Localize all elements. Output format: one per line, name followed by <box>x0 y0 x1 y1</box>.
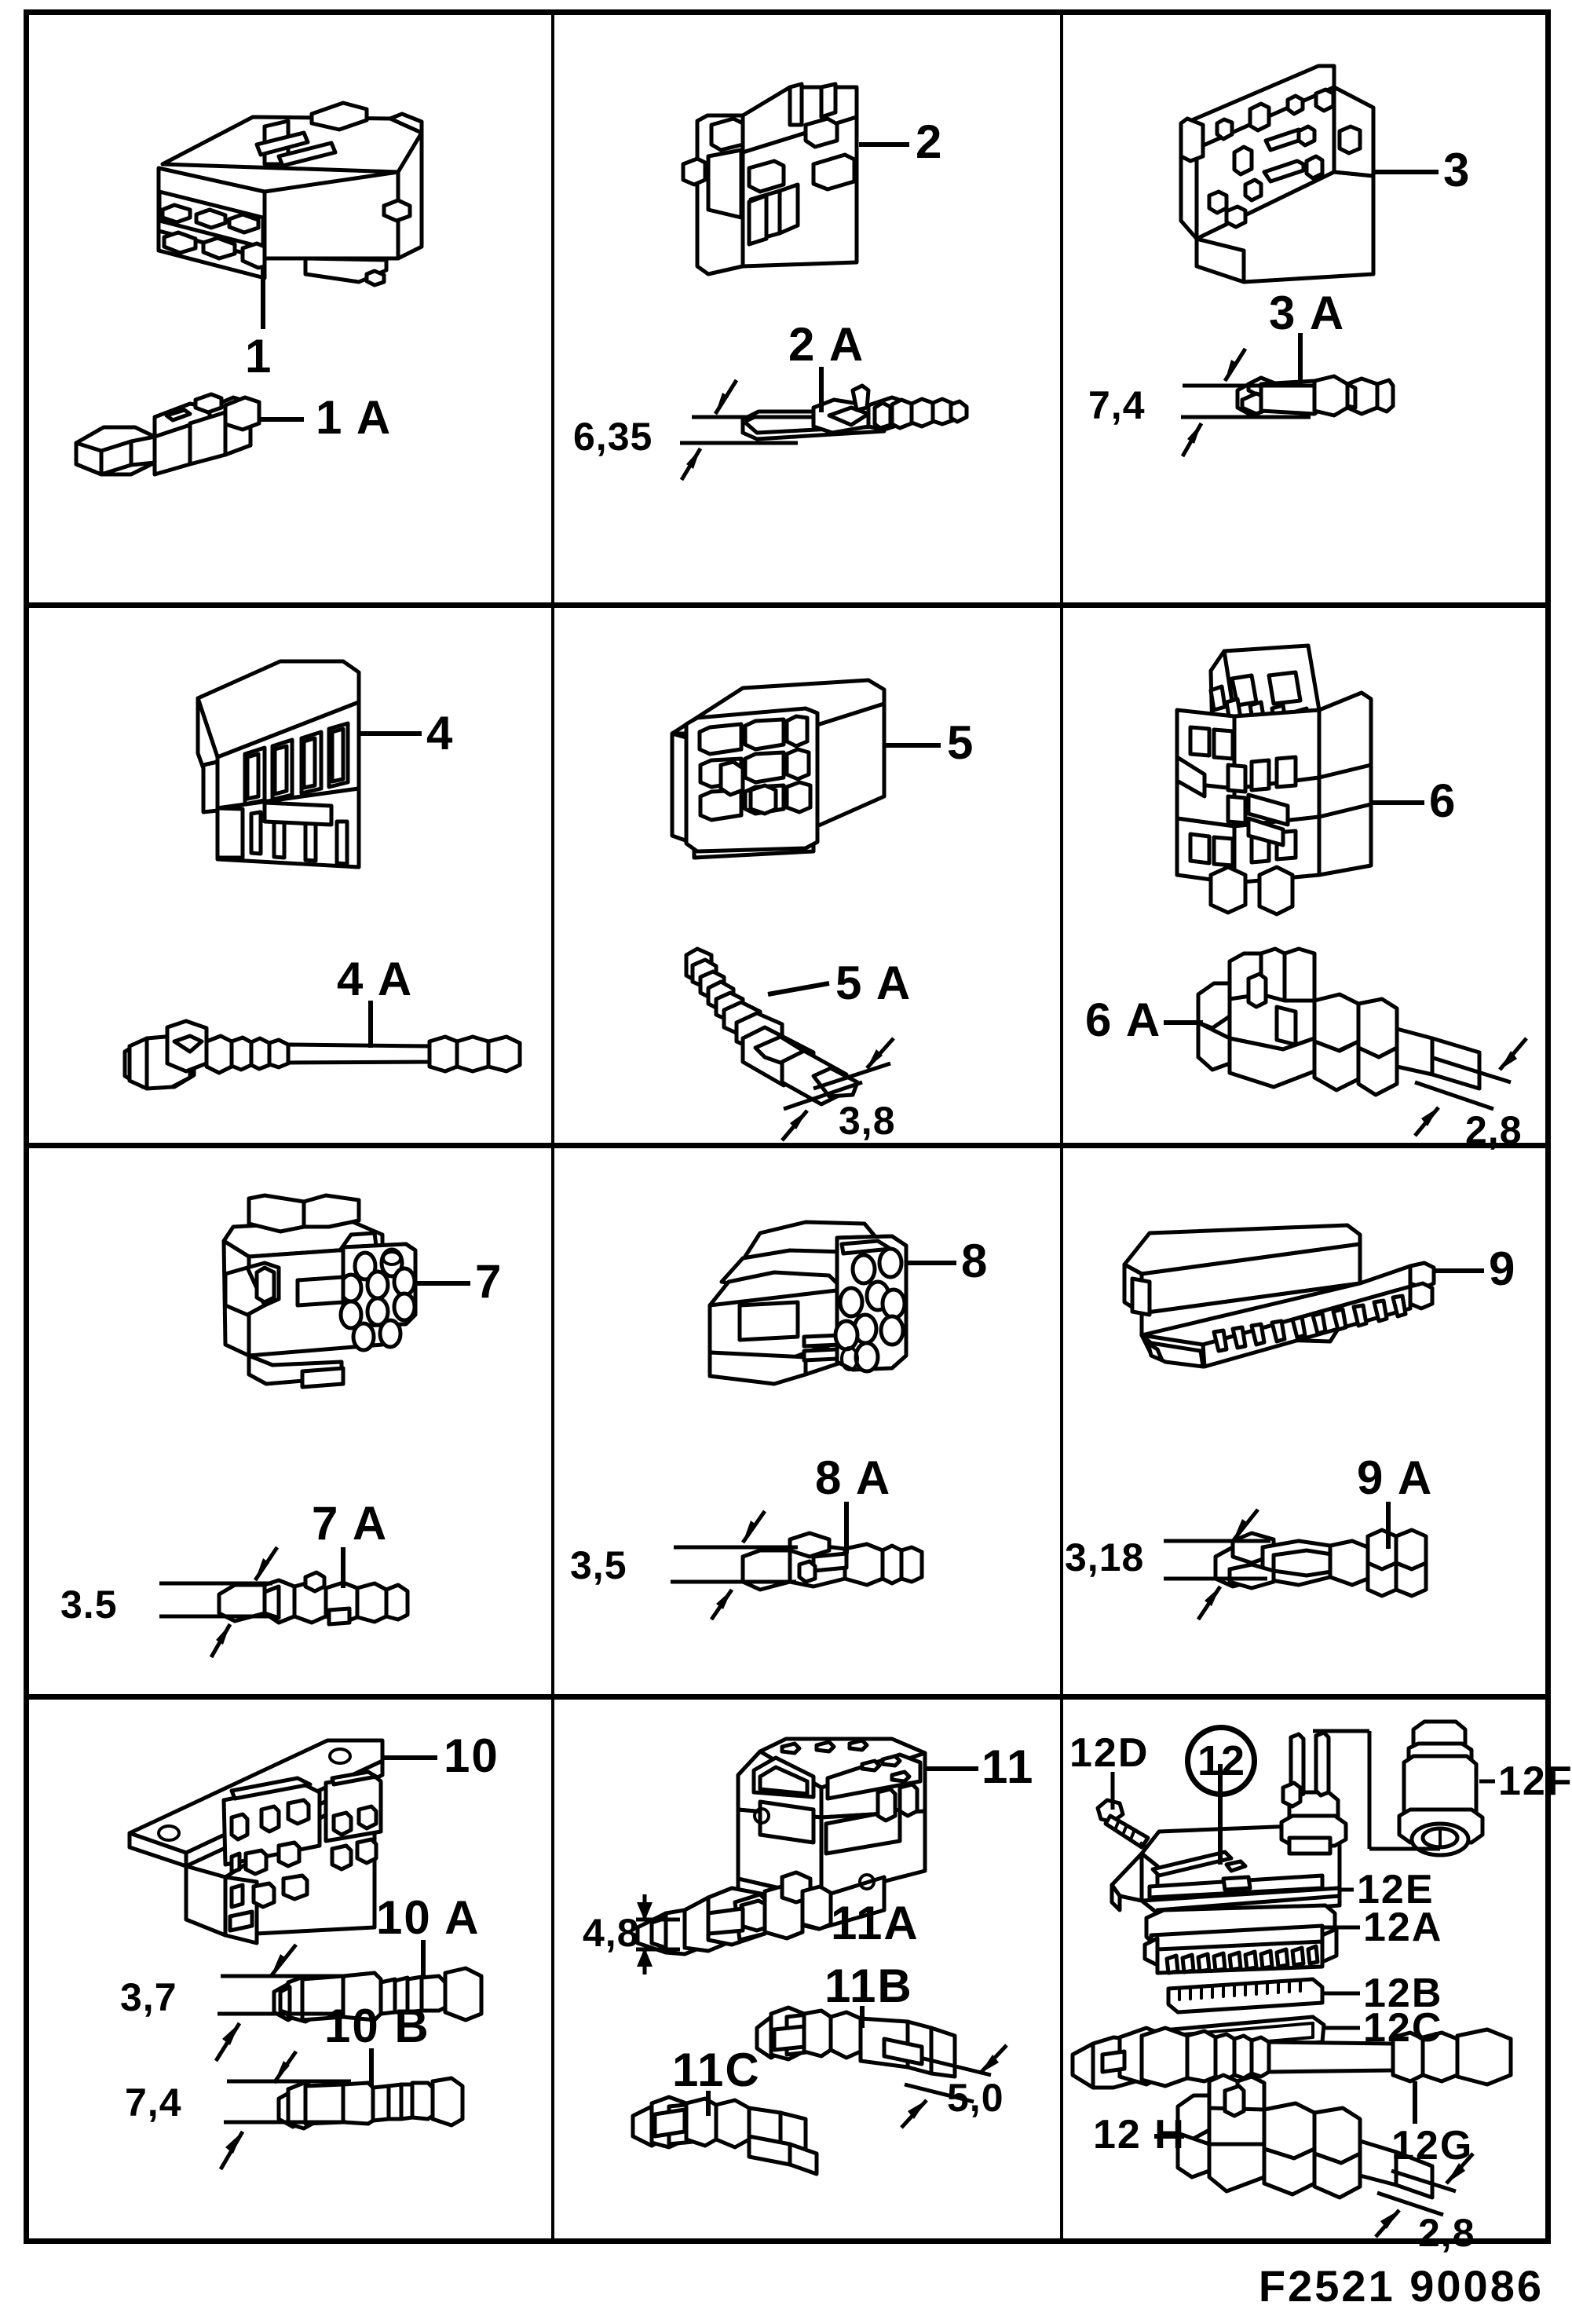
callout-6: 6 <box>1429 774 1457 827</box>
callout-1: 1 <box>245 330 273 382</box>
part-12A <box>1142 1903 1339 1975</box>
drawing-connector-8 <box>671 1220 956 1621</box>
cell-10: 10 10 A 10 B 3,7 7,4 <box>29 1700 551 2245</box>
dimension-7-4-cell10: 7,4 <box>125 2081 182 2125</box>
cell-11: 11 11A 11B 11C 4,8 5,0 <box>554 1700 1060 2245</box>
column-divider-1 <box>551 15 554 2238</box>
cell-4: 4 4 A <box>29 608 551 1143</box>
dimension-3-5-cell7: 3.5 <box>60 1583 118 1627</box>
drawing-connector-3 <box>1179 64 1439 458</box>
callout-6A: 6 A <box>1085 994 1162 1046</box>
drawing-connector-2 <box>679 82 969 481</box>
drawing-connector-11 <box>631 1737 1008 2176</box>
callout-12B: 12B <box>1363 1971 1443 2016</box>
callout-12-circled: 12 <box>1185 1725 1257 1797</box>
callout-12H: 12 H <box>1093 2112 1186 2157</box>
row-divider-1 <box>29 602 1545 608</box>
terminal-10A <box>272 1966 484 2024</box>
part-12F <box>1397 1719 1485 1857</box>
drawing-connector-7 <box>159 1193 470 1659</box>
callout-4A: 4 A <box>337 953 414 1005</box>
part-12H <box>1175 2073 1435 2200</box>
dimension-7-4: 7,4 <box>1088 383 1146 427</box>
callout-4: 4 <box>426 707 455 759</box>
callout-8A: 8 A <box>815 1451 892 1504</box>
callout-12D: 12D <box>1069 1730 1150 1776</box>
footer-reference-code: F2521 90086 <box>1258 2261 1544 2311</box>
callout-9A: 9 A <box>1357 1451 1434 1504</box>
column-divider-2 <box>1060 15 1063 2238</box>
cell-8: 8 8 A 3,5 <box>554 1148 1060 1694</box>
callout-12-label: 12 <box>1197 1737 1245 1784</box>
dimension-3-8: 3,8 <box>839 1099 896 1143</box>
drawing-connector-9 <box>1122 1223 1484 1621</box>
callout-11: 11 <box>982 1740 1035 1793</box>
dimension-5-0: 5,0 <box>947 2076 1004 2120</box>
callout-3: 3 <box>1443 144 1471 196</box>
row-divider-3 <box>29 1694 1545 1700</box>
dimension-3-7: 3,7 <box>120 1975 177 2019</box>
cell-7: 7 7 A 3.5 <box>29 1148 551 1694</box>
terminal-6A <box>1196 946 1482 1097</box>
cell-5: 5 5 A 3,8 <box>554 608 1060 1143</box>
terminal-11B <box>755 2005 957 2079</box>
callout-11A: 11A <box>831 1897 919 1949</box>
callout-12C: 12C <box>1363 2005 1443 2051</box>
part-12G <box>1070 2026 1513 2090</box>
callout-5: 5 <box>947 716 975 769</box>
terminal-1A <box>74 392 261 477</box>
terminal-2A <box>740 383 969 441</box>
terminal-11C <box>631 2095 819 2176</box>
drawing-connector-5 <box>670 678 941 1142</box>
drawing-connector-12 <box>1070 1719 1513 2238</box>
callout-10: 10 <box>444 1729 499 1782</box>
callout-2: 2 <box>916 115 944 168</box>
callout-7A: 7 A <box>312 1497 389 1550</box>
callout-9: 9 <box>1489 1243 1517 1295</box>
callout-7: 7 <box>475 1255 503 1308</box>
callout-2A: 2 A <box>788 318 865 371</box>
dimension-2-8: 2,8 <box>1465 1108 1523 1152</box>
dimension-3-5-cell8: 3,5 <box>570 1543 627 1587</box>
cell-6: 6 6 A 2,8 <box>1063 608 1556 1150</box>
illustration-sheet: 1 1 A <box>24 9 1572 2253</box>
drawing-connector-6 <box>1164 643 1528 1137</box>
callout-8: 8 <box>961 1235 989 1287</box>
callout-3A: 3 A <box>1269 287 1346 339</box>
cell-1: 1 1 A <box>29 15 551 602</box>
callout-12A: 12A <box>1363 1905 1443 1950</box>
part-12-plug <box>1279 1730 1348 1856</box>
callout-11C: 11C <box>672 2044 761 2096</box>
dimension-2-8-cell12: 2,8 <box>1418 2211 1475 2255</box>
cell-2: 2 2 A 6,35 <box>554 15 1060 602</box>
dimension-3-18: 3,18 <box>1065 1535 1145 1579</box>
terminal-4A <box>122 1019 522 1091</box>
terminal-7A <box>217 1570 410 1627</box>
dimension-4-8: 4,8 <box>583 1911 640 1955</box>
terminal-3A <box>1235 374 1395 418</box>
callout-1A: 1 A <box>316 391 393 444</box>
terminal-11A <box>635 1870 833 1956</box>
drawing-connector-10 <box>127 1738 484 2171</box>
callout-12G: 12G <box>1391 2123 1474 2168</box>
callout-10A: 10 A <box>376 1891 481 1944</box>
part-12B <box>1166 1977 1325 2015</box>
callout-11B: 11B <box>824 1960 913 2012</box>
callout-10B: 10 B <box>324 2000 430 2052</box>
cell-9: 9 9 A 3,18 <box>1063 1148 1556 1694</box>
cell-3: 3 3 A 7,4 <box>1063 15 1556 602</box>
callout-5A: 5 A <box>835 957 912 1009</box>
callout-12E: 12E <box>1357 1867 1435 1912</box>
drawing-connector-1 <box>74 101 424 477</box>
cell-12: 12 12D 12F 12E 12A 12B 12C 12G 12 H 2,8 <box>1063 1700 1572 2253</box>
row-divider-2 <box>29 1143 1545 1148</box>
drawing-connector-4 <box>122 659 522 1091</box>
callout-12F: 12F <box>1498 1759 1572 1804</box>
dimension-6-35: 6,35 <box>573 415 653 459</box>
